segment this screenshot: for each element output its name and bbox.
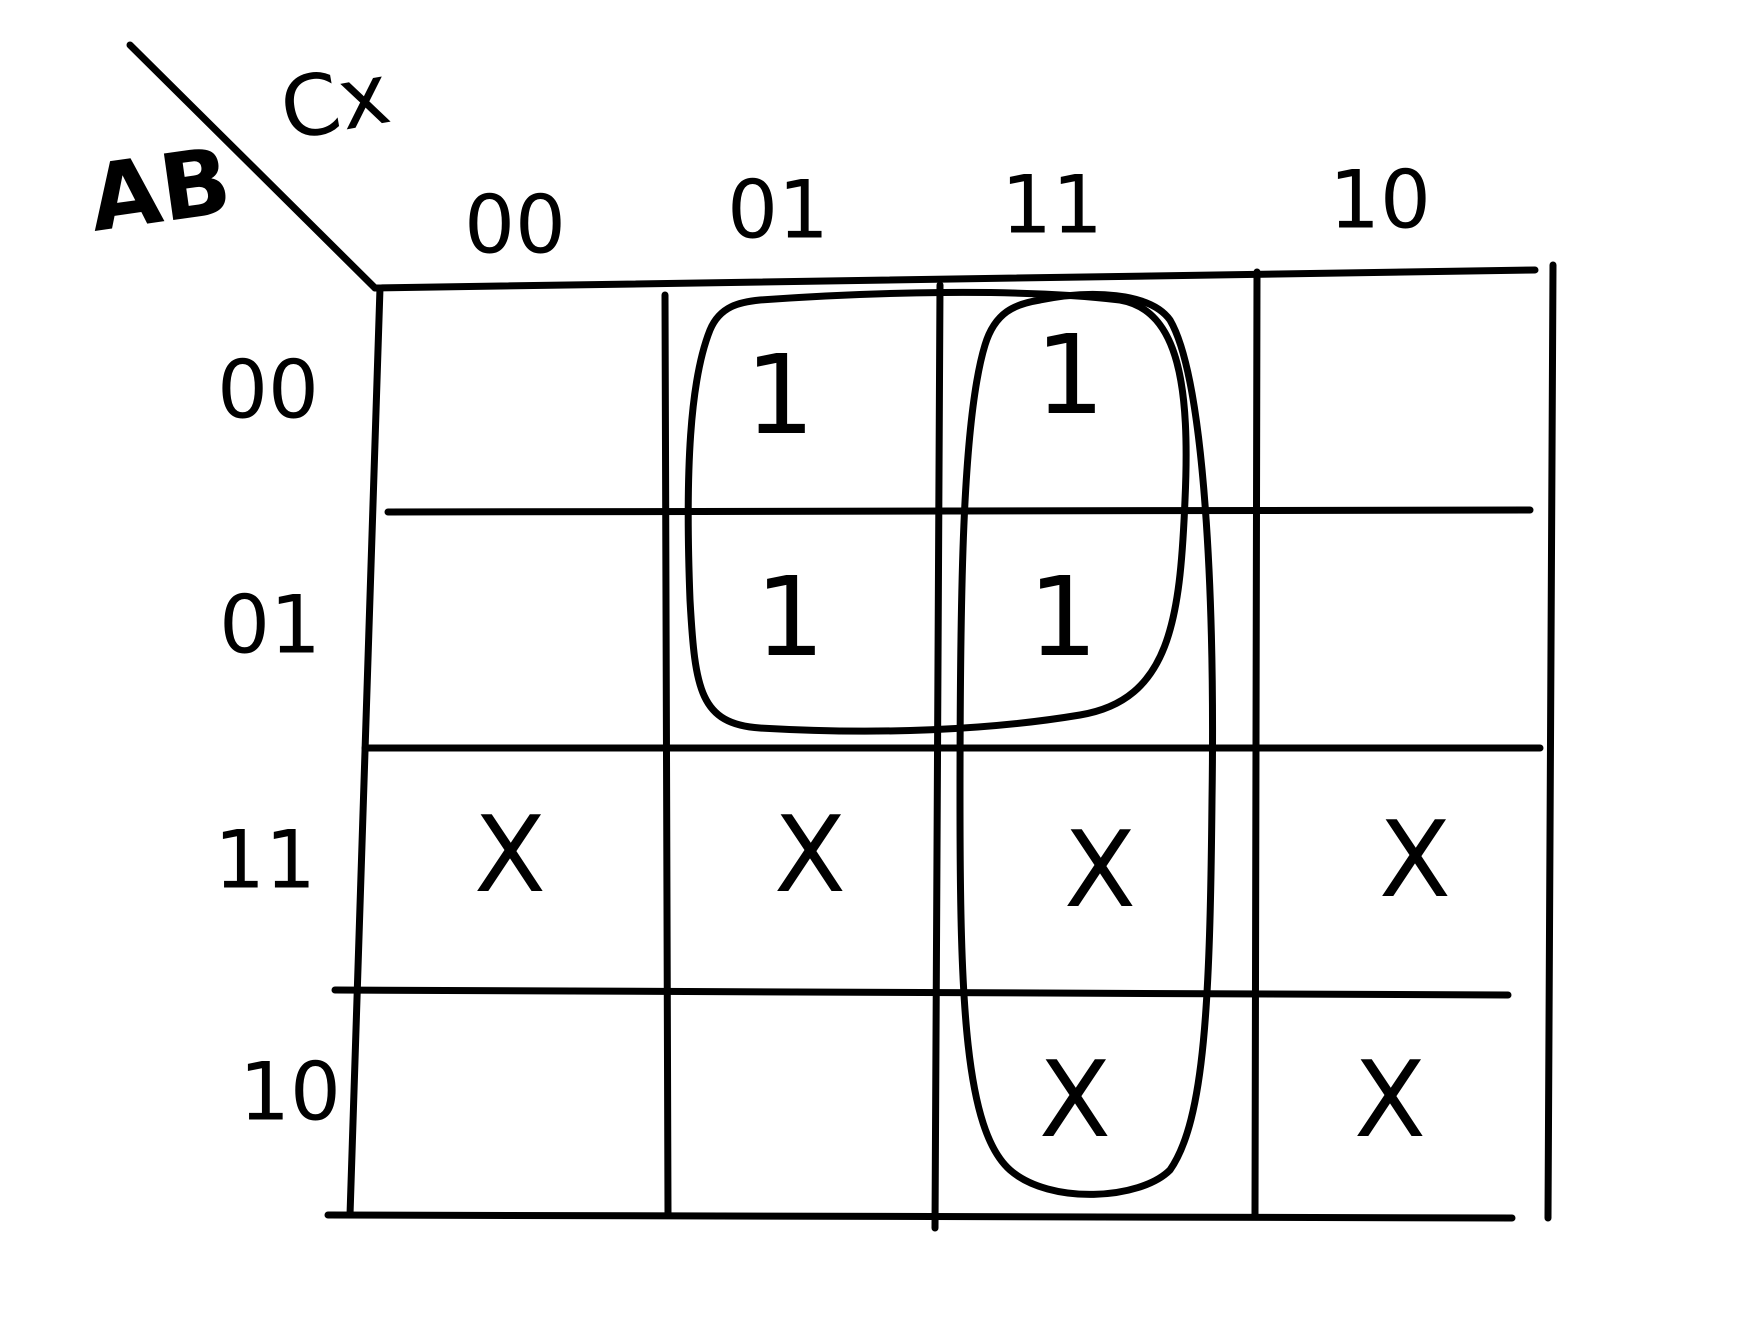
grid-line-row-3 — [331, 986, 1512, 999]
row-header-10: 10 — [239, 1046, 341, 1139]
grid-line-col-3 — [1251, 268, 1261, 1219]
cell-01-11: 1 — [1028, 553, 1098, 681]
cell-10-11: X — [1039, 1039, 1111, 1161]
cell-10-10: X — [1354, 1039, 1426, 1161]
row-variables-label: AB — [83, 127, 238, 253]
corner-diagonal — [126, 41, 379, 292]
column-variables-label: Cx — [273, 44, 397, 159]
cell-11-00: X — [474, 794, 546, 916]
column-header-01: 01 — [727, 164, 829, 257]
grid-line-left — [346, 284, 384, 1219]
grid-line-col-1 — [661, 291, 672, 1219]
grid-line-bottom — [324, 1211, 1516, 1222]
column-header-00: 00 — [464, 179, 566, 272]
grid-line-row-1 — [384, 506, 1534, 516]
grouping-loop-quad — [684, 288, 1190, 735]
row-header-00: 00 — [217, 344, 319, 437]
grid-line-col-2 — [931, 281, 944, 1232]
grid-lines — [324, 261, 1557, 1232]
column-header-10: 10 — [1329, 154, 1431, 247]
cell-00-11: 1 — [1035, 311, 1105, 439]
grid-line-right — [1544, 261, 1557, 1222]
cell-00-01: 1 — [745, 331, 815, 459]
grouping-loop-column — [956, 291, 1216, 1198]
row-header-01: 01 — [219, 579, 321, 672]
cell-11-01: X — [774, 794, 846, 916]
column-header-11: 11 — [1001, 159, 1103, 252]
cell-01-01: 1 — [755, 553, 825, 681]
cell-values: 1 1 1 1 X X X X X X — [474, 311, 1451, 1161]
row-header-11: 11 — [214, 814, 316, 907]
grid-line-top — [371, 266, 1539, 292]
cell-11-11: X — [1064, 809, 1136, 931]
cell-11-10: X — [1379, 799, 1451, 921]
